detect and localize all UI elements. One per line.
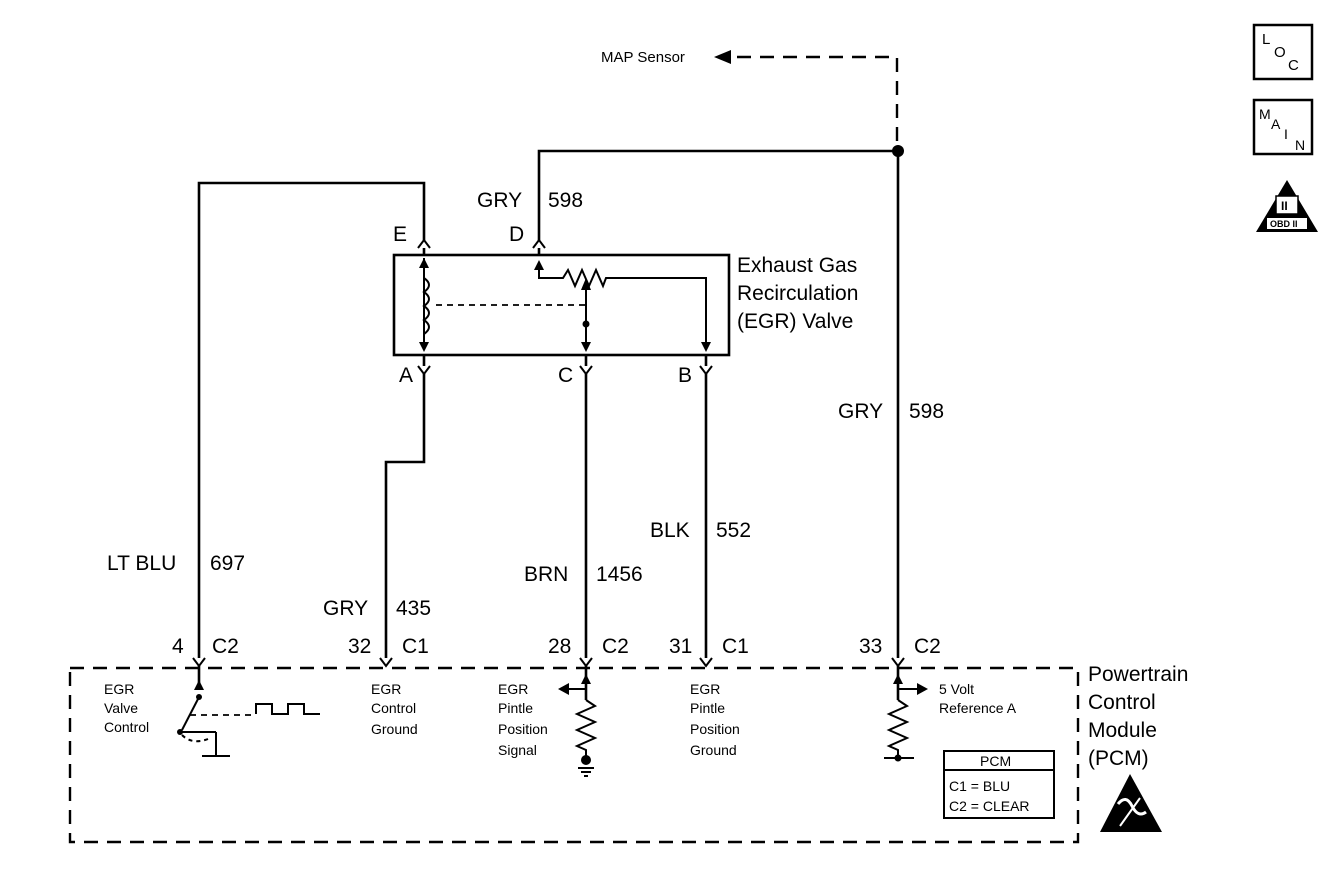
main-badge-icon: M A I N [1252, 98, 1314, 156]
pcm-fn-pintle-ground-4: Ground [690, 742, 737, 758]
svg-text:N: N [1295, 137, 1305, 153]
svg-text:O: O [1274, 44, 1286, 61]
svg-text:A: A [1271, 116, 1281, 132]
pcm-fn-control-ground-3: Ground [371, 721, 418, 737]
wire-pintle-ground-color: BLK [650, 519, 690, 542]
pcm-pin-28-connector: C2 [602, 635, 629, 658]
pin-c-label: C [558, 364, 573, 387]
map-sensor-dashed-line [737, 55, 899, 151]
pcm-pin-33-connector: C2 [914, 635, 941, 658]
esd-warning-icon [1100, 774, 1162, 832]
pintle-signal-input-symbol [558, 674, 598, 777]
wire-ref-color: GRY [838, 400, 883, 423]
wire-pintle-ground-circuit: 552 [716, 519, 751, 542]
egr-valve-title-2: Recirculation [737, 282, 858, 305]
pcm-fn-pintle-ground-3: Position [690, 721, 740, 737]
egr-valve-body [392, 253, 731, 357]
pcm-legend-title: PCM [980, 753, 1011, 769]
pcm-title-1: Powertrain [1088, 663, 1188, 686]
pcm-fn-valve-control-1: EGR [104, 681, 134, 697]
wire-pintle-signal-color: BRN [524, 563, 568, 586]
wire-egr-ground-color: GRY [323, 597, 368, 620]
pcm-fn-pintle-signal-1: EGR [498, 681, 528, 697]
valve-control-switch-symbol [177, 680, 320, 757]
pcm-fn-control-ground-1: EGR [371, 681, 401, 697]
reference-output-symbol [884, 674, 928, 762]
map-sensor-label: MAP Sensor [601, 49, 685, 66]
wire-d-color: GRY [477, 189, 522, 212]
pcm-fn-valve-control-3: Control [104, 719, 149, 735]
svg-text:II: II [1281, 199, 1288, 213]
pcm-fn-reference-1: 5 Volt [939, 681, 974, 697]
pcm-pin-4-connector: C2 [212, 635, 239, 658]
pcm-title-4: (PCM) [1088, 747, 1149, 770]
wire-d-circuit: 598 [548, 189, 583, 212]
pin-e-label: E [393, 223, 407, 246]
pcm-fn-control-ground-2: Control [371, 700, 416, 716]
solenoid-coil-symbol [419, 258, 430, 352]
svg-text:OBD II: OBD II [1270, 219, 1298, 229]
wire-egr-control-color: LT BLU [107, 552, 176, 575]
pcm-title-3: Module [1088, 719, 1157, 742]
svg-text:L: L [1262, 31, 1270, 48]
pcm-fn-pintle-signal-2: Pintle [498, 700, 533, 716]
pcm-fn-pintle-signal-4: Signal [498, 742, 537, 758]
wire-pintle-signal-circuit: 1456 [596, 563, 643, 586]
obd-ii-badge-icon: II OBD II [1256, 180, 1318, 232]
wire-egr-control [197, 181, 426, 658]
egr-valve-title-3: (EGR) Valve [737, 310, 853, 333]
pin-a-connector [417, 365, 431, 376]
pcm-pin-32-number: 32 [348, 635, 371, 658]
pcm-fn-pintle-ground-2: Pintle [690, 700, 725, 716]
svg-text:I: I [1284, 126, 1288, 142]
pin-d-label: D [509, 223, 524, 246]
pcm-pin-32-connector: C1 [402, 635, 429, 658]
svg-text:C: C [1288, 57, 1299, 74]
wire-egr-ground [384, 374, 426, 658]
pin-b-label: B [678, 364, 692, 387]
pcm-pin-28-number: 28 [548, 635, 571, 658]
pin-a-label: A [399, 364, 413, 387]
pcm-fn-pintle-signal-3: Position [498, 721, 548, 737]
pcm-fn-valve-control-2: Valve [104, 700, 138, 716]
wire-ref-circuit: 598 [909, 400, 944, 423]
pcm-pin-31-connector: C1 [722, 635, 749, 658]
pin-d-connector [532, 238, 546, 249]
map-sensor-arrow [714, 50, 731, 64]
pcm-connectors [192, 657, 905, 700]
pcm-pin-33-number: 33 [859, 635, 882, 658]
pcm-legend-c1: C1 = BLU [949, 778, 1010, 794]
wire-egr-control-circuit: 697 [210, 552, 245, 575]
pcm-title-2: Control [1088, 691, 1156, 714]
pcm-fn-reference-2: Reference A [939, 700, 1017, 716]
egr-valve-title-1: Exhaust Gas [737, 254, 857, 277]
wire-egr-ground-circuit: 435 [396, 597, 431, 620]
pcm-pin-4-number: 4 [172, 635, 184, 658]
pcm-legend-c2: C2 = CLEAR [949, 798, 1030, 814]
pcm-boundary [68, 666, 1080, 844]
pin-c-connector [579, 365, 593, 376]
pintle-potentiometer-symbol [534, 260, 711, 352]
svg-text:M: M [1259, 106, 1271, 122]
pcm-legend: PCM C1 = BLU C2 = CLEAR [943, 750, 1055, 819]
pin-b-connector [699, 365, 713, 376]
pin-e-connector [417, 238, 431, 249]
pcm-pin-31-number: 31 [669, 635, 692, 658]
loc-badge-icon: L O C [1252, 23, 1314, 81]
wire-d-feed [537, 149, 898, 240]
pcm-fn-pintle-ground-1: EGR [690, 681, 720, 697]
